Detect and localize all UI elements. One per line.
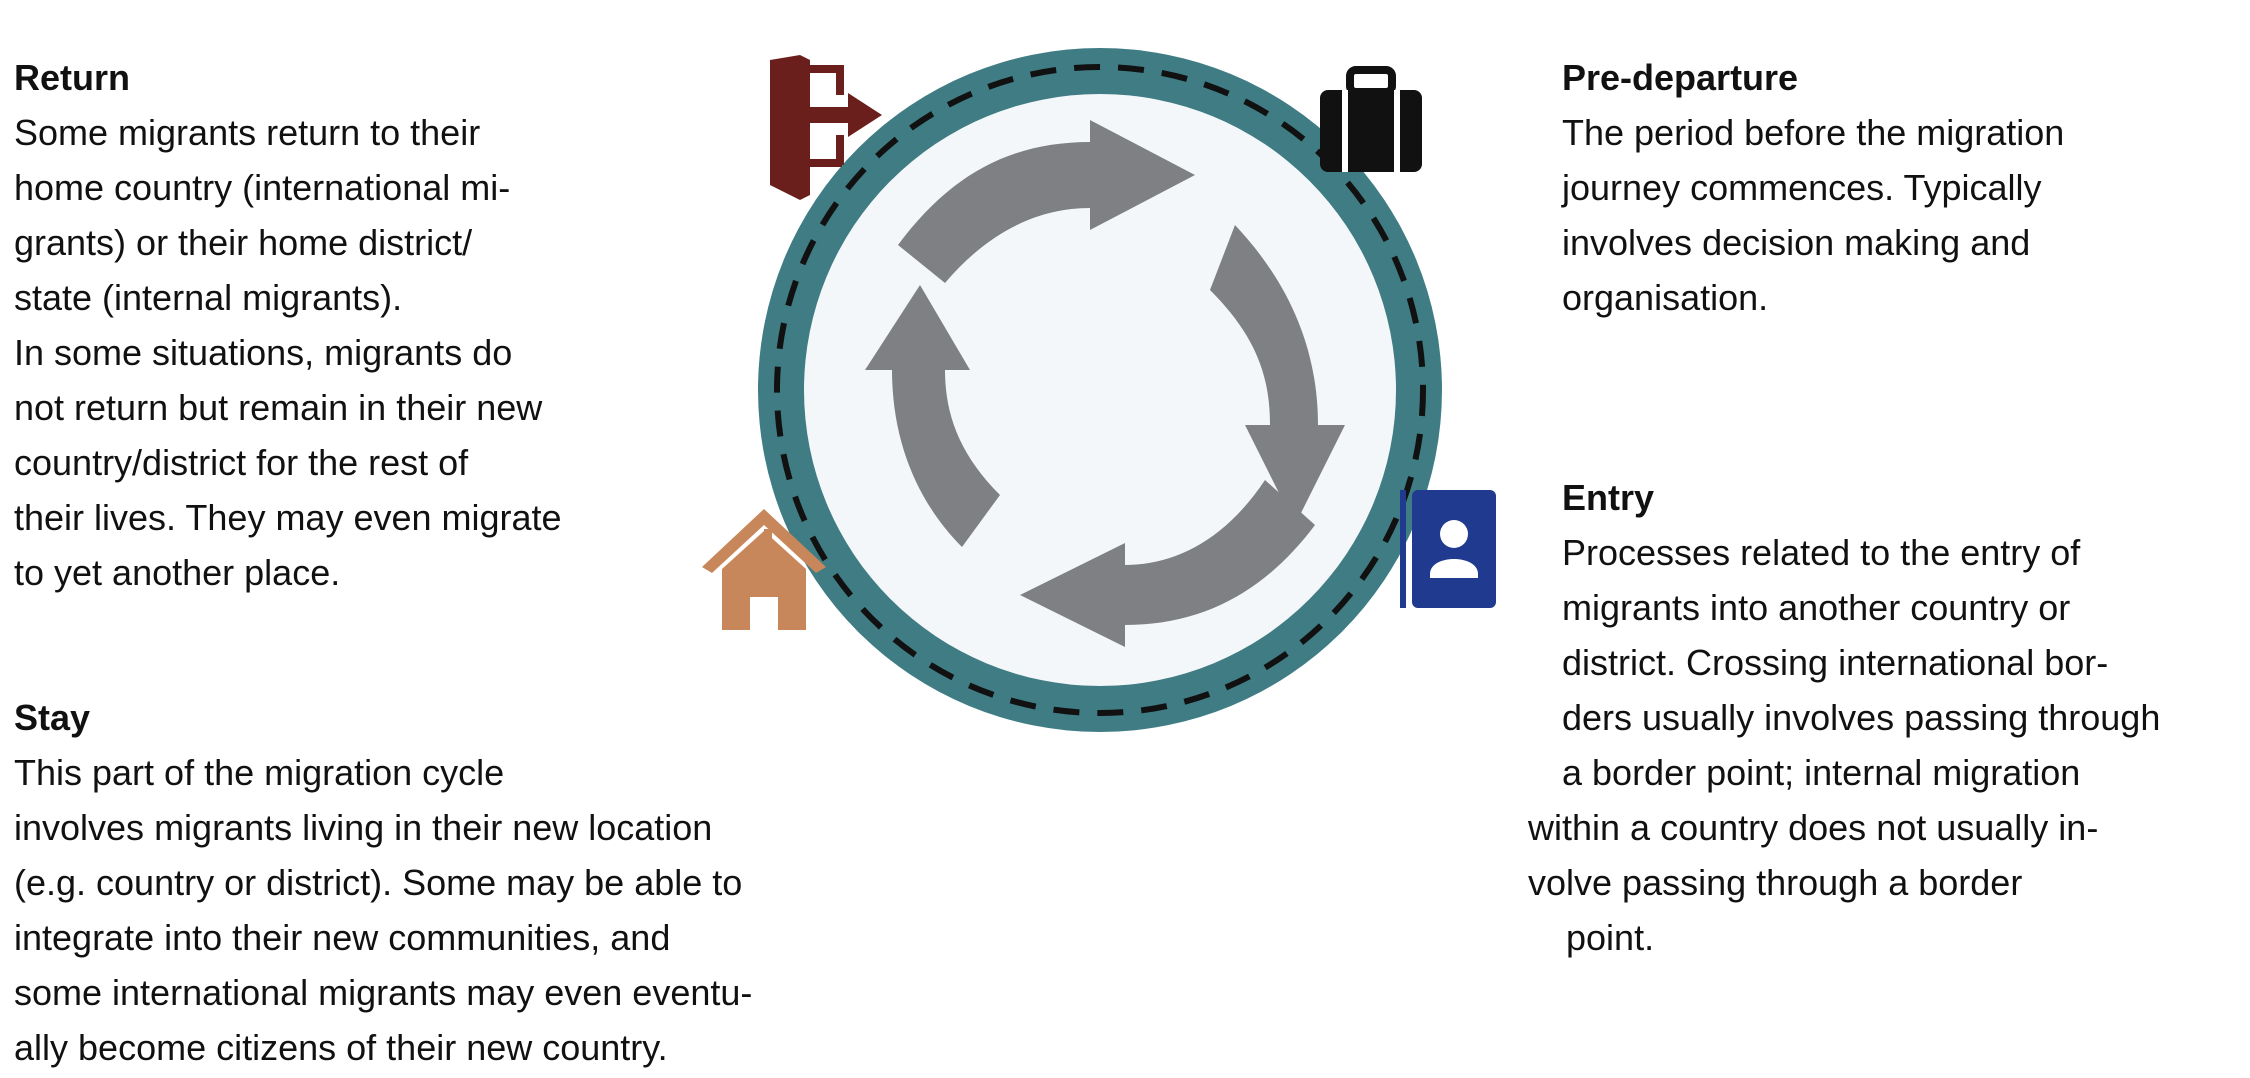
entry-heading: Entry	[1562, 477, 1655, 518]
cycle-arrow-top	[898, 120, 1195, 283]
cycle-arrow-bottom	[1020, 480, 1315, 647]
entry-text-line: district. Crossing international bor-	[1562, 642, 2109, 683]
cycle-arrow-right	[1210, 225, 1345, 525]
entry-text-line: point.	[1566, 917, 1655, 958]
entry-text-line: within a country does not usually in-	[1528, 807, 2099, 848]
stay-text-line: integrate into their new communities, an…	[14, 917, 671, 958]
return-text-line: state (internal migrants).	[14, 277, 403, 318]
pre-departure-heading: Pre-departure	[1562, 57, 1799, 98]
stay-text-line: ally become citizens of their new countr…	[14, 1027, 668, 1068]
stay-section: Stay This part of the migration cycle in…	[14, 690, 752, 1075]
return-text-line: home country (international mi-	[14, 167, 511, 208]
stay-text-line: involves migrants living in their new lo…	[14, 807, 713, 848]
return-text-line: country/district for the rest of	[14, 442, 469, 483]
cycle-arrow-left	[865, 285, 1000, 547]
stay-text-line: some international migrants may even eve…	[14, 972, 753, 1013]
return-text-line: not return but remain in their new	[14, 387, 543, 428]
return-section: Return Some migrants return to their hom…	[14, 50, 562, 600]
entry-text-line: migrants into another country or	[1562, 587, 2071, 628]
entry-section: Entry Processes related to the entry of …	[1528, 470, 2160, 965]
entry-text-line: ders usually involves passing through	[1562, 697, 2161, 738]
stay-text-line: This part of the migration cycle	[14, 752, 505, 793]
entry-text-line: a border point; internal migration	[1562, 752, 2081, 793]
pre-departure-section: Pre-departure The period before the migr…	[1562, 50, 2064, 325]
return-text-line: Some migrants return to their	[14, 112, 481, 153]
pre-departure-text-line: organisation.	[1562, 277, 1769, 318]
pre-departure-text-line: The period before the migration	[1562, 112, 2065, 153]
return-text-line: In some situations, migrants do	[14, 332, 513, 373]
house-icon	[702, 509, 826, 630]
stay-text-line: (e.g. country or district). Some may be …	[14, 862, 743, 903]
exit-door-icon	[770, 55, 882, 200]
id-card-icon	[1400, 490, 1496, 608]
briefcase-icon	[1320, 66, 1422, 172]
entry-text-line: volve passing through a border	[1528, 862, 2023, 903]
stay-heading: Stay	[14, 697, 91, 738]
pre-departure-text-line: involves decision making and	[1562, 222, 2031, 263]
return-text-line: to yet another place.	[14, 552, 341, 593]
cycle-arrows-icon	[865, 120, 1345, 647]
return-text-line: their lives. They may even migrate	[14, 497, 562, 538]
pre-departure-text-line: journey commences. Typically	[1562, 167, 2042, 208]
entry-text-line: Processes related to the entry of	[1562, 532, 2081, 573]
cycle-dashed-path	[774, 64, 1426, 716]
migration-cycle-diagram	[670, 25, 1530, 765]
return-text-line: grants) or their home district/	[14, 222, 473, 263]
return-heading: Return	[14, 57, 130, 98]
